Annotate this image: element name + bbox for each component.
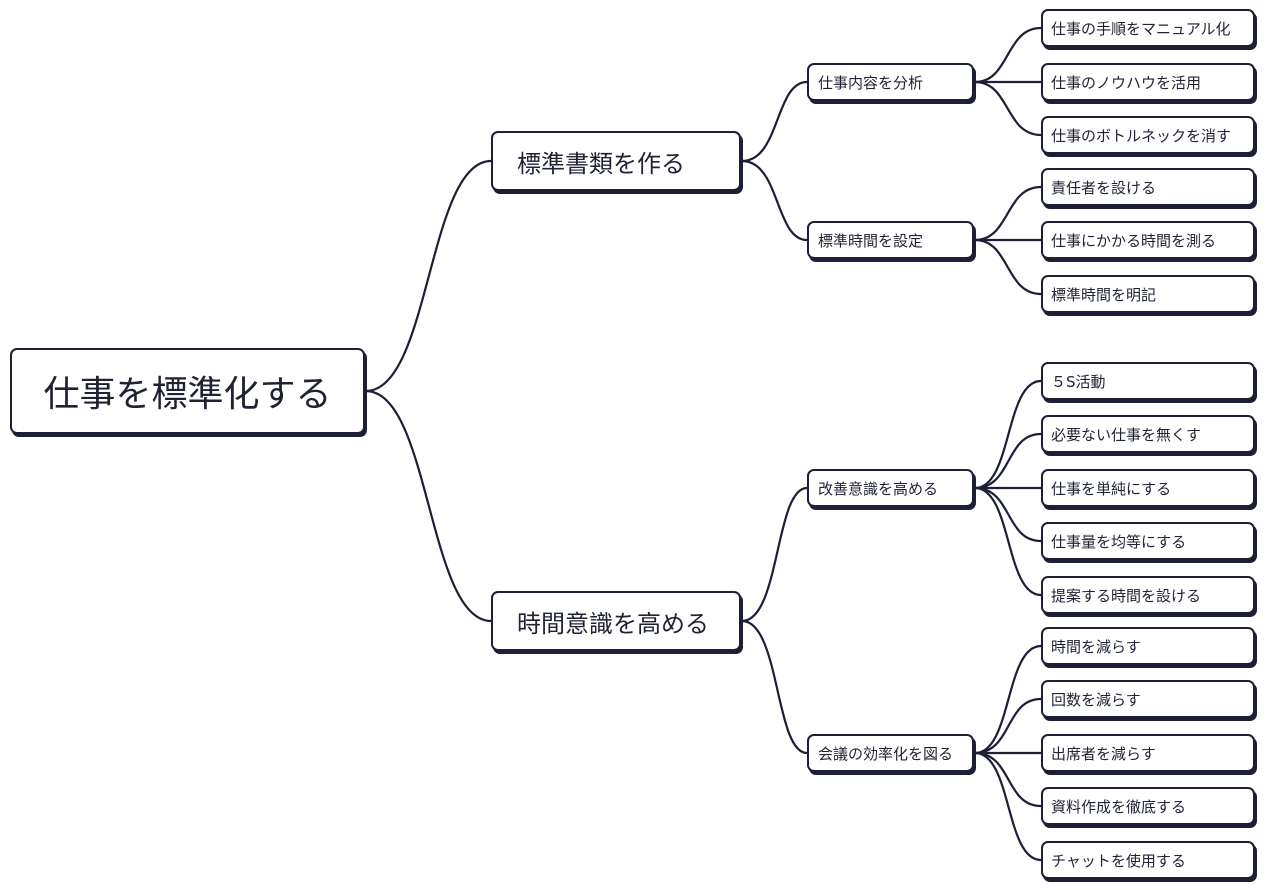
topic-node[interactable]: 改善意識を高める (807, 469, 974, 507)
leaf-node[interactable]: 仕事量を均等にする (1041, 522, 1255, 560)
branch-label: 時間意識を高める (517, 609, 709, 638)
edge-branch-2-mid-1 (740, 486, 809, 623)
leaf-node[interactable]: 責任者を設ける (1041, 168, 1255, 206)
leaf-label: 仕事量を均等にする (1051, 532, 1187, 551)
leaf-node[interactable]: 時間を減らす (1041, 627, 1255, 665)
leaf-label: 出席者を減らす (1051, 744, 1156, 763)
leaf-label: 資料作成を徹底する (1051, 797, 1187, 816)
topic-node[interactable]: 仕事内容を分析 (807, 63, 974, 101)
leaf-label: 仕事にかかる時間を測る (1051, 231, 1217, 250)
edge-leaf (973, 697, 1043, 755)
edge-leaf (973, 644, 1043, 755)
edge-root-branch-1 (364, 159, 493, 393)
leaf-label: 提案する時間を設ける (1051, 586, 1202, 605)
branch-node-1[interactable]: 標準書類を作る (491, 131, 741, 191)
leaf-node[interactable]: 標準時間を明記 (1041, 275, 1255, 313)
edge-leaf (973, 751, 1043, 808)
topic-node[interactable]: 標準時間を設定 (807, 221, 974, 259)
topic-node[interactable]: 会議の効率化を図る (807, 734, 974, 772)
branch-label: 標準書類を作る (517, 149, 685, 178)
leaf-label: 仕事のボトルネックを消す (1051, 126, 1232, 145)
edge-leaf (973, 432, 1043, 490)
edge-leaf (973, 486, 1043, 543)
edge-leaf (973, 751, 1043, 862)
edge-root-branch-2 (364, 389, 493, 623)
edge-leaf (973, 486, 1043, 597)
leaf-node[interactable]: 仕事を単純にする (1041, 469, 1255, 507)
leaf-node[interactable]: ５S活動 (1041, 362, 1255, 400)
leaf-label: 責任者を設ける (1051, 178, 1157, 197)
topic-label: 会議の効率化を図る (818, 744, 954, 763)
leaf-node[interactable]: チャットを使用する (1041, 841, 1255, 879)
leaf-node[interactable]: 仕事のボトルネックを消す (1041, 116, 1255, 154)
leaf-label: 時間を減らす (1051, 637, 1141, 656)
leaf-label: 仕事のノウハウを活用 (1051, 73, 1202, 92)
edge-leaf (973, 379, 1043, 490)
topic-label: 標準時間を設定 (818, 231, 924, 250)
root-node[interactable]: 仕事を標準化する (10, 348, 365, 434)
leaf-label: チャットを使用する (1051, 851, 1186, 870)
topic-label: 仕事内容を分析 (818, 73, 924, 92)
edge-branch-1-mid-2 (740, 159, 809, 242)
leaf-node[interactable]: 仕事の手順をマニュアル化 (1041, 9, 1255, 47)
leaf-label: 回数を減らす (1051, 690, 1141, 709)
topic-label: 改善意識を高める (818, 479, 939, 498)
leaf-node[interactable]: 提案する時間を設ける (1041, 576, 1255, 614)
edge-branch-1-mid-1 (740, 80, 809, 163)
leaf-node[interactable]: 回数を減らす (1041, 680, 1255, 718)
edge-leaf (973, 80, 1043, 137)
edge-leaf (973, 185, 1043, 242)
leaf-node[interactable]: 仕事のノウハウを活用 (1041, 63, 1255, 101)
edge-leaf (973, 26, 1043, 84)
leaf-label: 標準時間を明記 (1051, 285, 1157, 304)
leaf-node[interactable]: 仕事にかかる時間を測る (1041, 221, 1255, 259)
leaf-node[interactable]: 資料作成を徹底する (1041, 787, 1255, 825)
edge-branch-2-mid-2 (740, 619, 809, 755)
branch-node-2[interactable]: 時間意識を高める (491, 591, 741, 651)
root-label: 仕事を標準化する (43, 374, 332, 415)
leaf-label: ５S活動 (1051, 372, 1106, 391)
leaf-node[interactable]: 出席者を減らす (1041, 734, 1255, 772)
leaf-label: 必要ない仕事を無くす (1051, 425, 1202, 444)
leaf-node[interactable]: 必要ない仕事を無くす (1041, 415, 1255, 453)
leaf-label: 仕事の手順をマニュアル化 (1051, 19, 1231, 38)
leaf-label: 仕事を単純にする (1051, 479, 1172, 498)
edge-leaf (973, 238, 1043, 296)
